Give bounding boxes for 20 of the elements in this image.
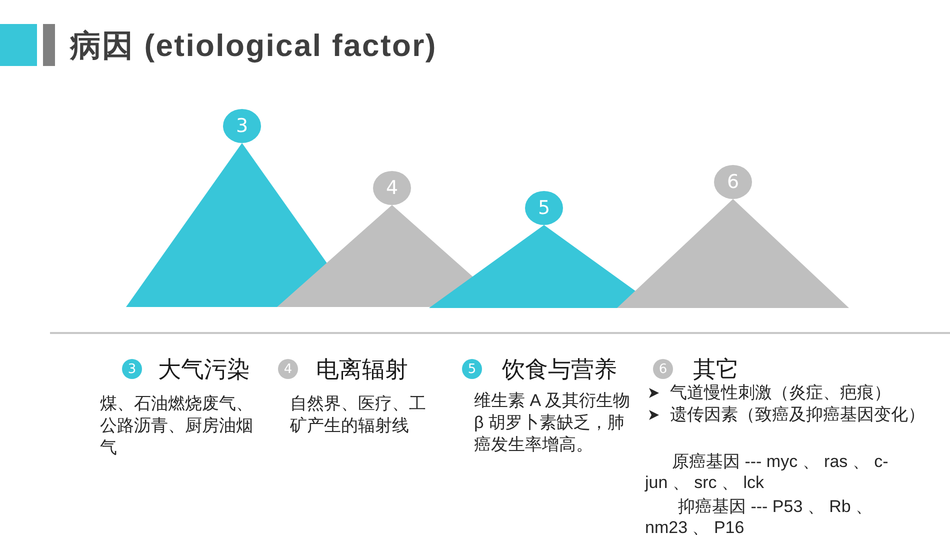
description-text: 维生素 A 及其衍生物 β 胡罗卜素缺乏，肺癌发生率增高。 [474,390,631,456]
bullet-text: 遗传因素（致癌及抑癌基因变化） [670,404,925,426]
number-circle: 6 [714,165,752,199]
number-circle: 4 [373,171,411,205]
number-circle: 5 [525,191,563,225]
heading-text: 大气污染 [158,355,250,384]
heading-text: 饮食与营养 [502,355,617,384]
title: 病因 (etiological factor) [70,27,437,65]
number-circle: 4 [278,359,298,379]
number-circle: 6 [653,359,673,379]
number-circle: 5 [462,359,482,379]
gene-list-text: 抑癌基因 --- P53 、 Rb 、 nm23 、 P16 [645,496,874,535]
description-text: 自然界、医疗、工矿产生的辐射线 [290,393,427,437]
number-circle: 3 [122,359,142,379]
gene-list-text: 原癌基因 --- myc 、 ras 、 c-jun 、 src 、 lck [645,451,890,493]
heading-text: 其它 [693,355,739,384]
heading-text: 电离辐射 [316,355,408,384]
number-circle: 3 [223,109,261,143]
bullet-text: 气道慢性刺激（炎症、疤痕） [670,382,891,404]
description-text: 煤、石油燃烧废气、公路沥青、厨房油烟气 [100,393,254,459]
